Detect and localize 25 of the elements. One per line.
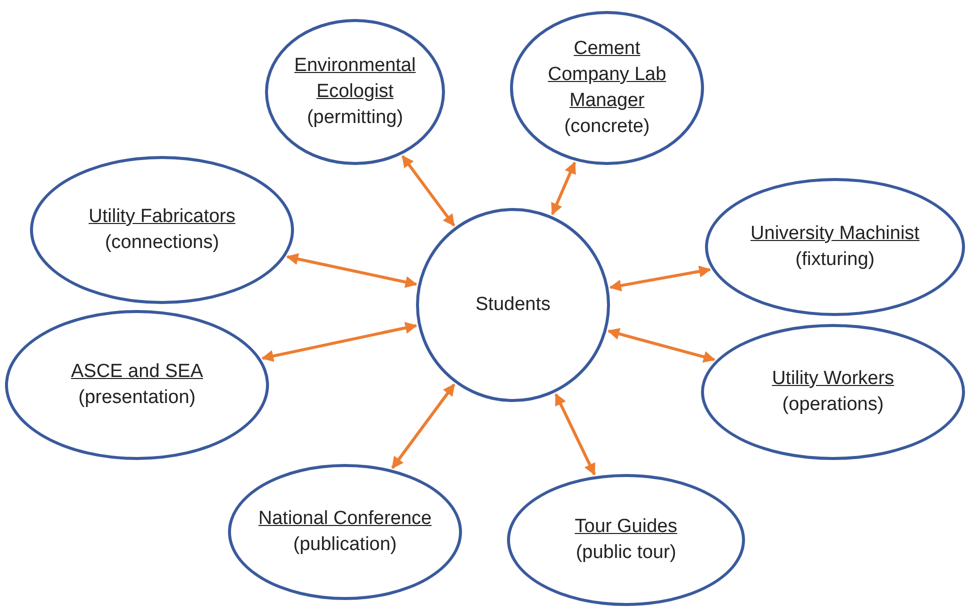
role-heading: Utility Workers xyxy=(772,367,894,391)
role-heading: Tour Guides xyxy=(574,515,678,539)
role-heading: ASCE and SEA xyxy=(70,360,204,384)
role-heading: Cement Company Lab Manager xyxy=(546,37,668,113)
role-heading: National Conference xyxy=(258,507,432,531)
double-arrow xyxy=(607,328,716,363)
double-arrow xyxy=(401,155,456,226)
role-note: (public tour) xyxy=(576,541,676,565)
double-arrow xyxy=(391,384,456,469)
role-note: (operations) xyxy=(782,393,884,417)
role-note: Students xyxy=(476,293,550,317)
role-note: (publication) xyxy=(293,533,397,557)
role-note: (concrete) xyxy=(564,115,650,139)
double-arrow xyxy=(554,393,596,476)
role-note: (permitting) xyxy=(306,106,404,130)
role-heading: Environmental Ecologist xyxy=(293,54,417,104)
double-arrow xyxy=(609,266,712,292)
double-arrow xyxy=(261,322,418,362)
role-note: (connections) xyxy=(104,231,220,255)
role-heading: University Machinist xyxy=(750,222,920,246)
double-arrow xyxy=(550,162,576,216)
double-arrow xyxy=(286,253,418,288)
role-note: (fixturing) xyxy=(795,248,875,272)
role-note: (presentation) xyxy=(78,386,196,410)
role-heading: Utility Fabricators xyxy=(88,205,236,229)
